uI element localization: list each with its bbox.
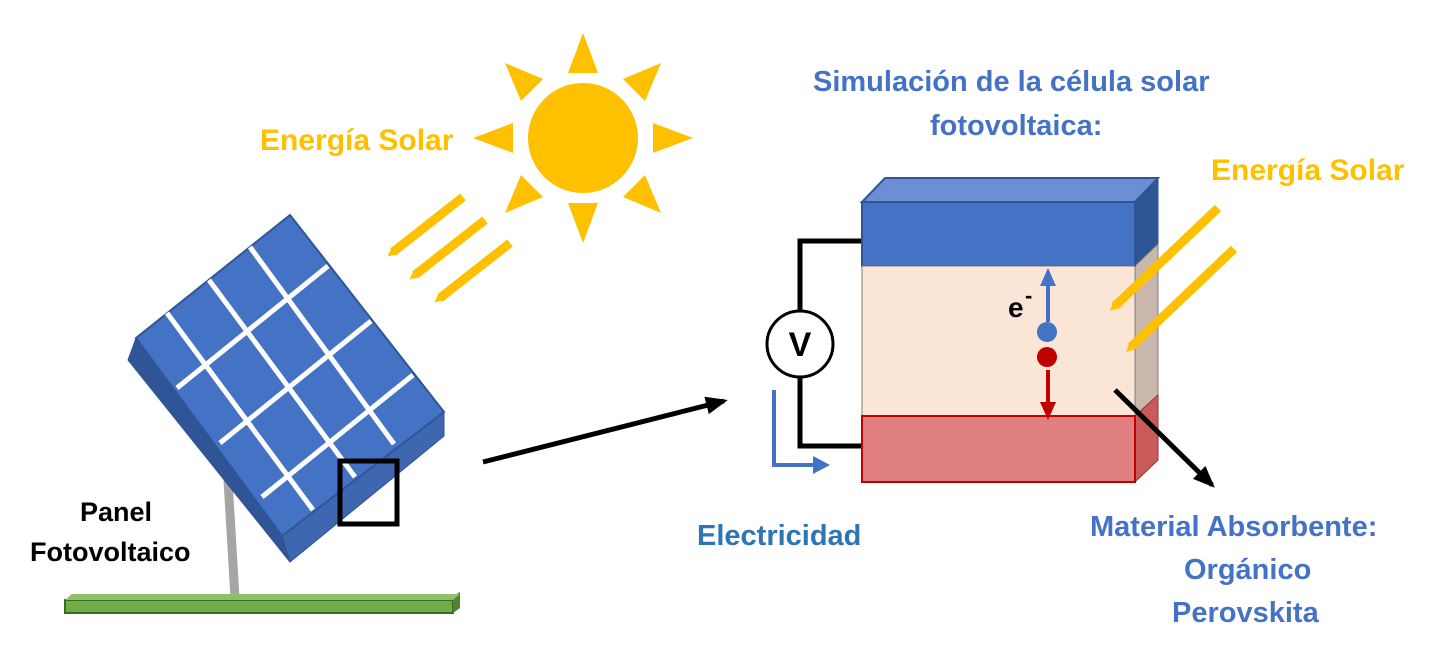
absorber-pointer-arrow: [1113, 388, 1215, 488]
simulation-title-line1: Simulación de la célula solar: [813, 66, 1210, 98]
electron-arrow: [1040, 268, 1056, 286]
solar-panel: [127, 213, 446, 563]
solar-energy-label-left: Energía Solar: [260, 124, 454, 157]
voltmeter-label: V: [789, 326, 812, 364]
solar-ray-arrow: [1125, 245, 1238, 352]
panel-stand: [64, 479, 460, 614]
absorber-label-line3: Perovskita: [1172, 597, 1319, 629]
top-electrode-layer: [861, 201, 1136, 267]
ground-base: [64, 599, 454, 614]
panel-pole: [223, 479, 240, 599]
voltmeter: V: [765, 309, 835, 379]
solar-energy-label-right: Energía Solar: [1211, 154, 1405, 187]
hole-arrow: [1040, 402, 1056, 420]
zoom-arrow: [482, 396, 728, 465]
solar-ray-arrow: [387, 193, 466, 257]
external-circuit: [797, 238, 862, 449]
solar-rays-left: [387, 193, 513, 303]
electron-dot: [1037, 322, 1057, 342]
absorber-layer: [861, 265, 1136, 417]
sun-icon: [473, 33, 693, 243]
solar-rays-right: [1109, 204, 1238, 352]
bottom-electrode-layer: [861, 415, 1136, 483]
panel-label-line1: Panel: [80, 497, 153, 527]
solar-ray-arrow: [434, 239, 513, 303]
solar-ray-arrow: [409, 216, 488, 280]
solar-ray-arrow: [1109, 204, 1222, 311]
panel-face: [134, 213, 446, 538]
zoom-selection-box: [337, 458, 400, 527]
electron-label: e: [1008, 292, 1024, 323]
electricity-label: Electricidad: [697, 520, 862, 552]
absorber-label-line1: Material Absorbente:: [1090, 511, 1378, 543]
panel-label-line2: Fotovoltaico: [30, 537, 191, 567]
current-arrow: [772, 390, 830, 474]
electron-charge-sign: -: [1025, 283, 1032, 308]
hole-dot: [1037, 347, 1057, 367]
solar-cell-block: [859, 176, 1161, 484]
charge-carriers: e -: [1008, 268, 1057, 420]
absorber-label-line2: Orgánico: [1184, 554, 1312, 586]
simulation-title-line2: fotovoltaica:: [930, 110, 1103, 142]
